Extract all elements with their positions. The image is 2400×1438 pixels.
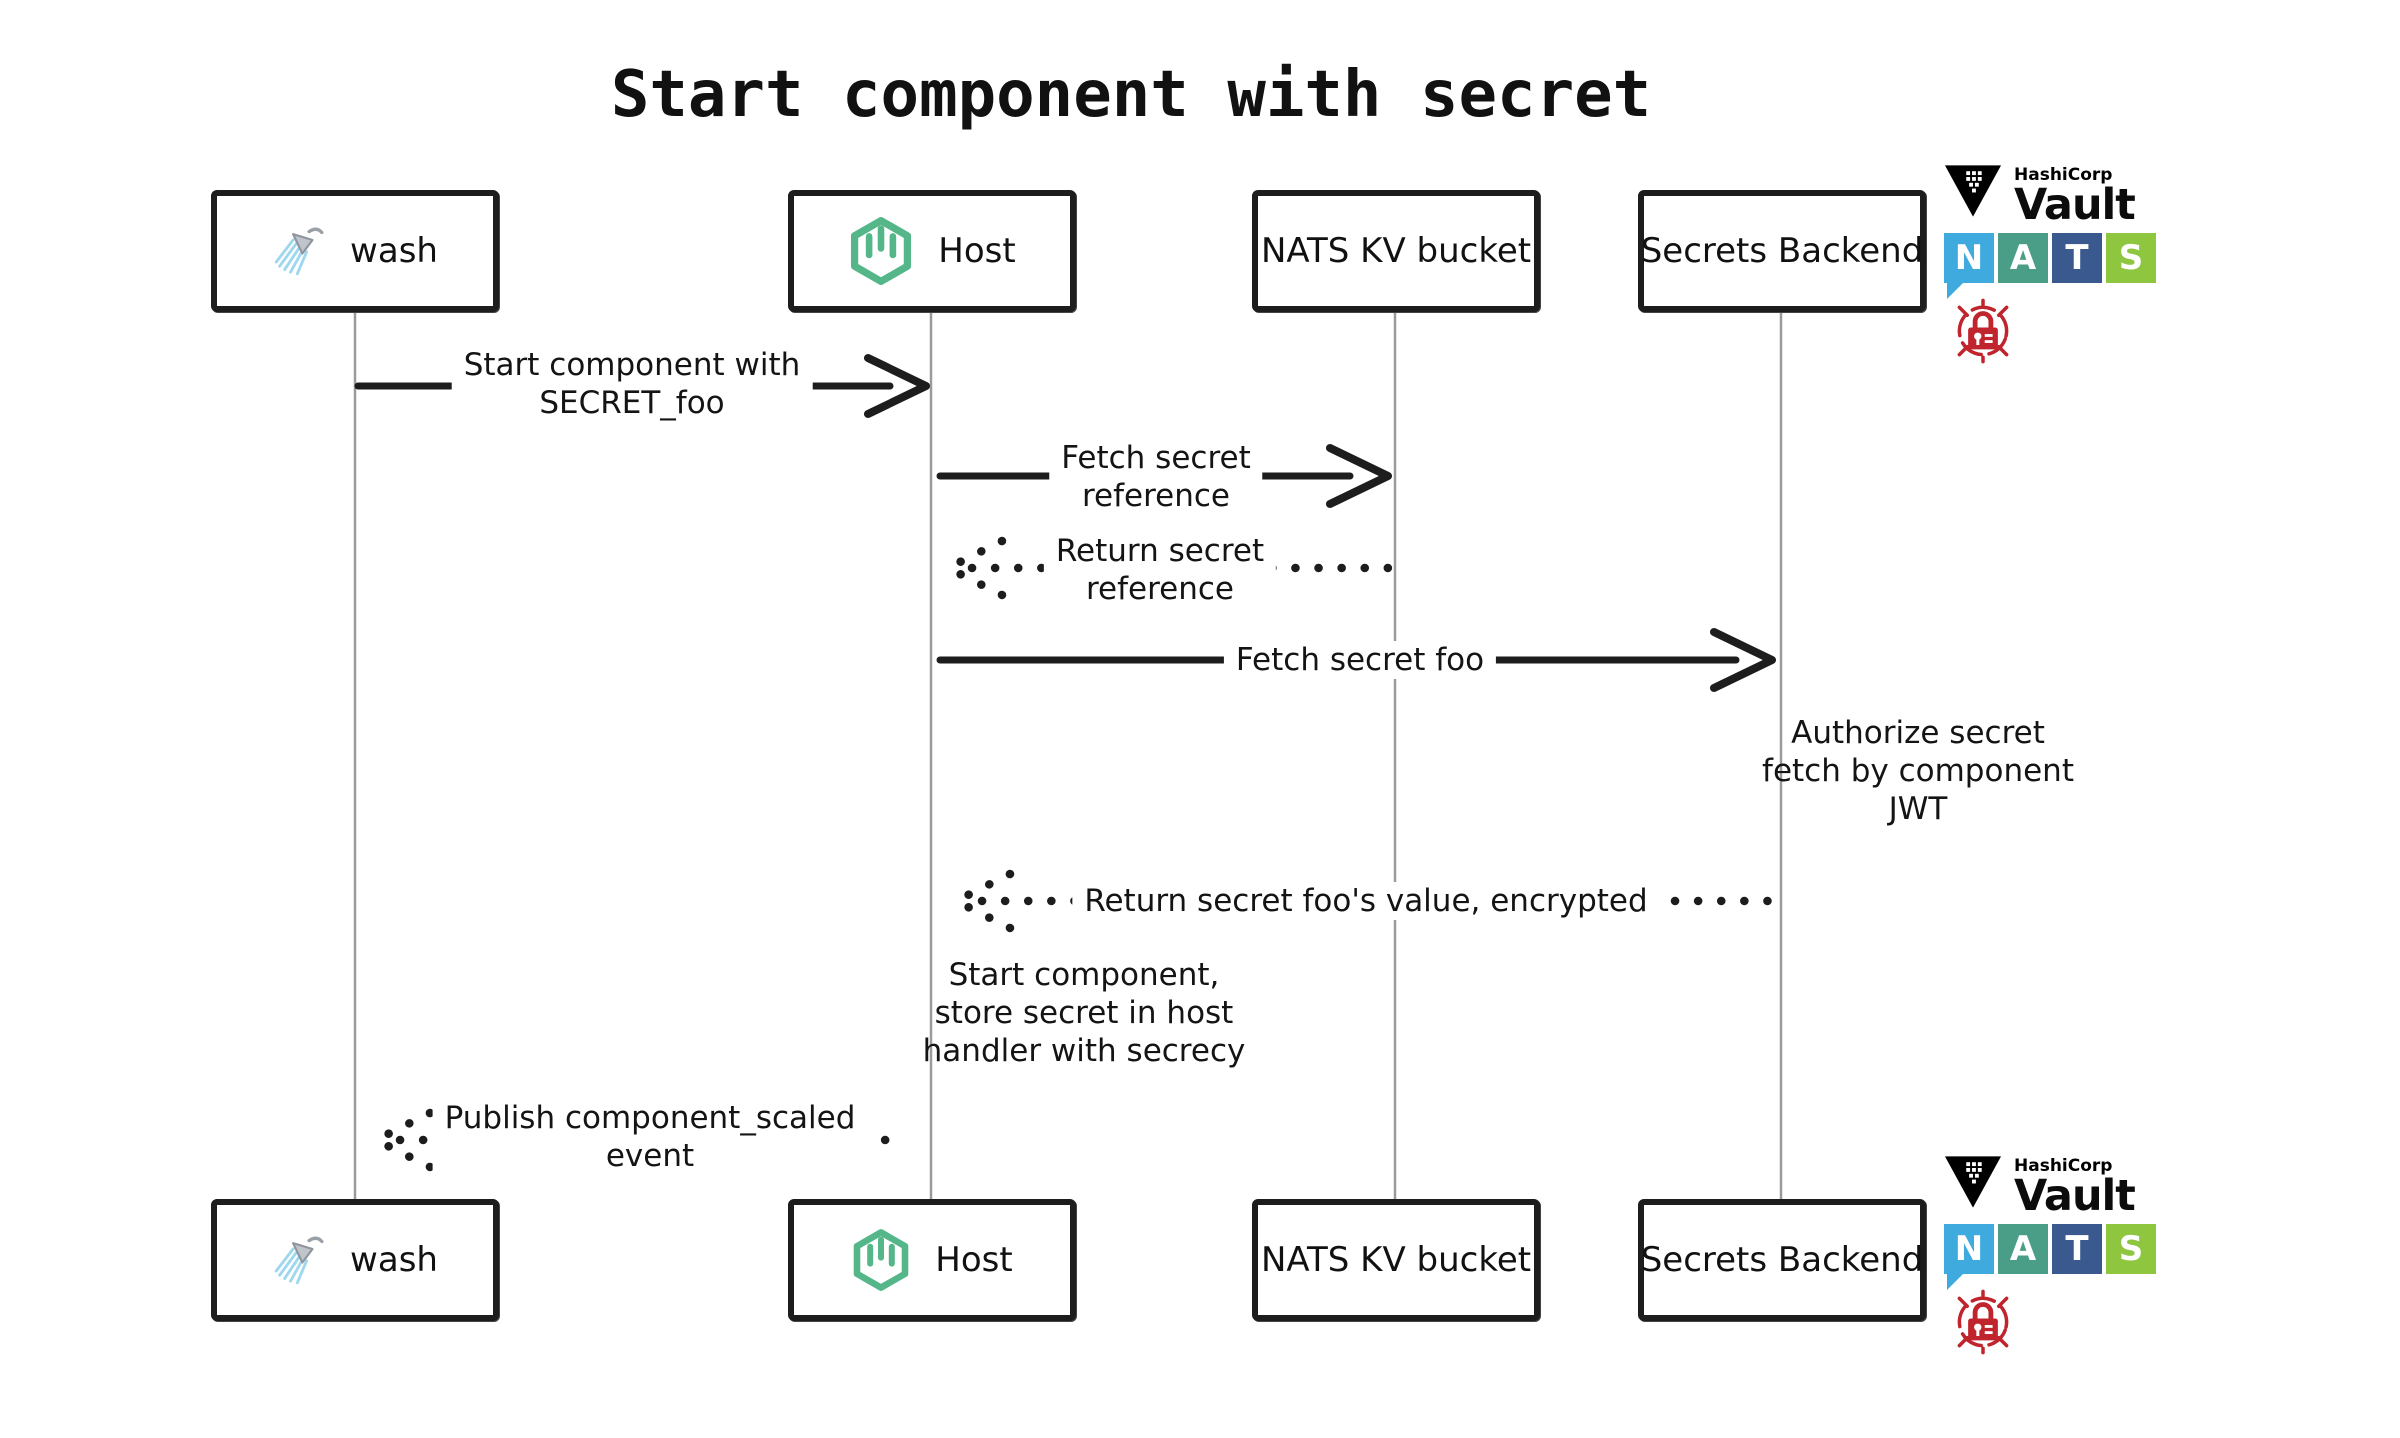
arrowhead-right (864, 354, 930, 418)
message-line: event (605, 1138, 695, 1174)
nats-letter-s: S (2106, 233, 2156, 283)
message-line: SECRET_foo (539, 385, 725, 421)
logo-stack-top: HashiCorp Vault N A T S (1944, 164, 2224, 370)
actor-label: wash (350, 1240, 438, 1280)
message-fetch-secret-reference: Fetch secret reference (1049, 439, 1263, 515)
vault-triangle-icon (1944, 1156, 2002, 1208)
message-line: Fetch secret foo (1235, 642, 1485, 678)
actor-label: Host (935, 1240, 1013, 1280)
nats-letter-t: T (2052, 233, 2102, 283)
vault-product-text: Vault (2014, 1171, 2136, 1221)
message-start-component: Start component with SECRET_foo (451, 346, 813, 422)
message-publish-component-scaled: Publish component_scaled event (432, 1099, 868, 1175)
actor-secrets-backend-top: Secrets Backend (1638, 190, 1926, 312)
nats-logo: N A T S (1944, 1224, 2156, 1290)
nats-logo: N A T S (1944, 233, 2156, 299)
message-return-secret-reference: Return secret reference (1043, 532, 1277, 608)
message-return-secret-value: Return secret foo's value, encrypted (1072, 882, 1660, 920)
actor-secrets-backend-bottom: Secrets Backend (1638, 1199, 1926, 1321)
arrowhead-left-dotted (371, 1135, 435, 1172)
secret-lock-target-icon (1948, 1287, 2224, 1361)
wasmcloud-host-icon (851, 217, 912, 285)
actor-label: Secrets Backend (1640, 231, 1924, 271)
actor-label: Secrets Backend (1640, 1240, 1924, 1280)
note-line: store secret in host (934, 995, 1234, 1031)
secret-lock-target-icon (1948, 296, 2224, 370)
arrowhead-left-dotted (951, 896, 1015, 933)
vault-brand-text: HashiCorp (2014, 165, 2113, 185)
arrowhead-right (1326, 444, 1392, 508)
note-line: fetch by component (1762, 753, 2074, 789)
logo-stack-bottom: HashiCorp Vault N A T S (1944, 1155, 2224, 1361)
note-line: JWT (1888, 791, 1948, 827)
arrowhead-left-dotted (943, 563, 1007, 600)
actor-nats-kv-top: NATS KV bucket (1252, 190, 1540, 312)
note-start-component-store-secret: Start component, store secret in host ha… (923, 956, 1246, 1070)
actor-wash-bottom: wash (211, 1199, 499, 1321)
nats-speech-tail (1947, 1273, 1964, 1290)
nats-letter-a: A (1998, 1224, 2048, 1274)
vault-triangle-icon (1944, 165, 2002, 217)
arrowhead-left-dotted (943, 536, 1007, 573)
message-line: Return secret (1055, 533, 1265, 569)
arrowhead-left-dotted (951, 869, 1015, 906)
arrowhead-right (1710, 628, 1776, 692)
note-line: Authorize secret (1791, 715, 2045, 751)
nats-letter-n: N (1944, 233, 1994, 283)
diagram-title: Start component with secret (610, 58, 1652, 132)
actor-wash-top: wash (211, 190, 499, 312)
actor-label: NATS KV bucket (1260, 1240, 1532, 1280)
actor-label: Host (938, 231, 1016, 271)
actor-host-top: Host (788, 190, 1076, 312)
note-line: handler with secrecy (922, 1033, 1246, 1069)
note-authorize-secret-fetch: Authorize secret fetch by component JWT (1762, 714, 2074, 828)
message-line: Fetch secret (1061, 440, 1251, 476)
actor-label: wash (350, 231, 438, 271)
nats-speech-tail (1947, 282, 1964, 299)
actor-label: NATS KV bucket (1260, 231, 1532, 271)
vault-brand-text: HashiCorp (2014, 1156, 2113, 1176)
message-line: reference (1081, 478, 1231, 514)
actor-nats-kv-bottom: NATS KV bucket (1252, 1199, 1540, 1321)
message-line: Return secret foo's value, encrypted (1084, 883, 1648, 919)
hashicorp-vault-logo: HashiCorp Vault (1944, 164, 2224, 227)
message-fetch-secret-foo: Fetch secret foo (1223, 641, 1497, 679)
shower-icon (274, 227, 324, 276)
message-line: reference (1085, 571, 1235, 607)
nats-letter-t: T (2052, 1224, 2102, 1274)
nats-letter-a: A (1998, 233, 2048, 283)
note-line: Start component, (948, 957, 1220, 993)
hashicorp-vault-logo: HashiCorp Vault (1944, 1155, 2224, 1218)
message-line: Publish component_scaled (444, 1100, 856, 1136)
actor-host-bottom: Host (788, 1199, 1076, 1321)
nats-letter-n: N (1944, 1224, 1994, 1274)
wasmcloud-host-icon (853, 1229, 909, 1291)
nats-letter-s: S (2106, 1224, 2156, 1274)
message-line: Start component with (463, 347, 801, 383)
shower-icon (274, 1236, 324, 1285)
arrowhead-left-dotted (371, 1108, 435, 1145)
vault-product-text: Vault (2014, 180, 2136, 230)
